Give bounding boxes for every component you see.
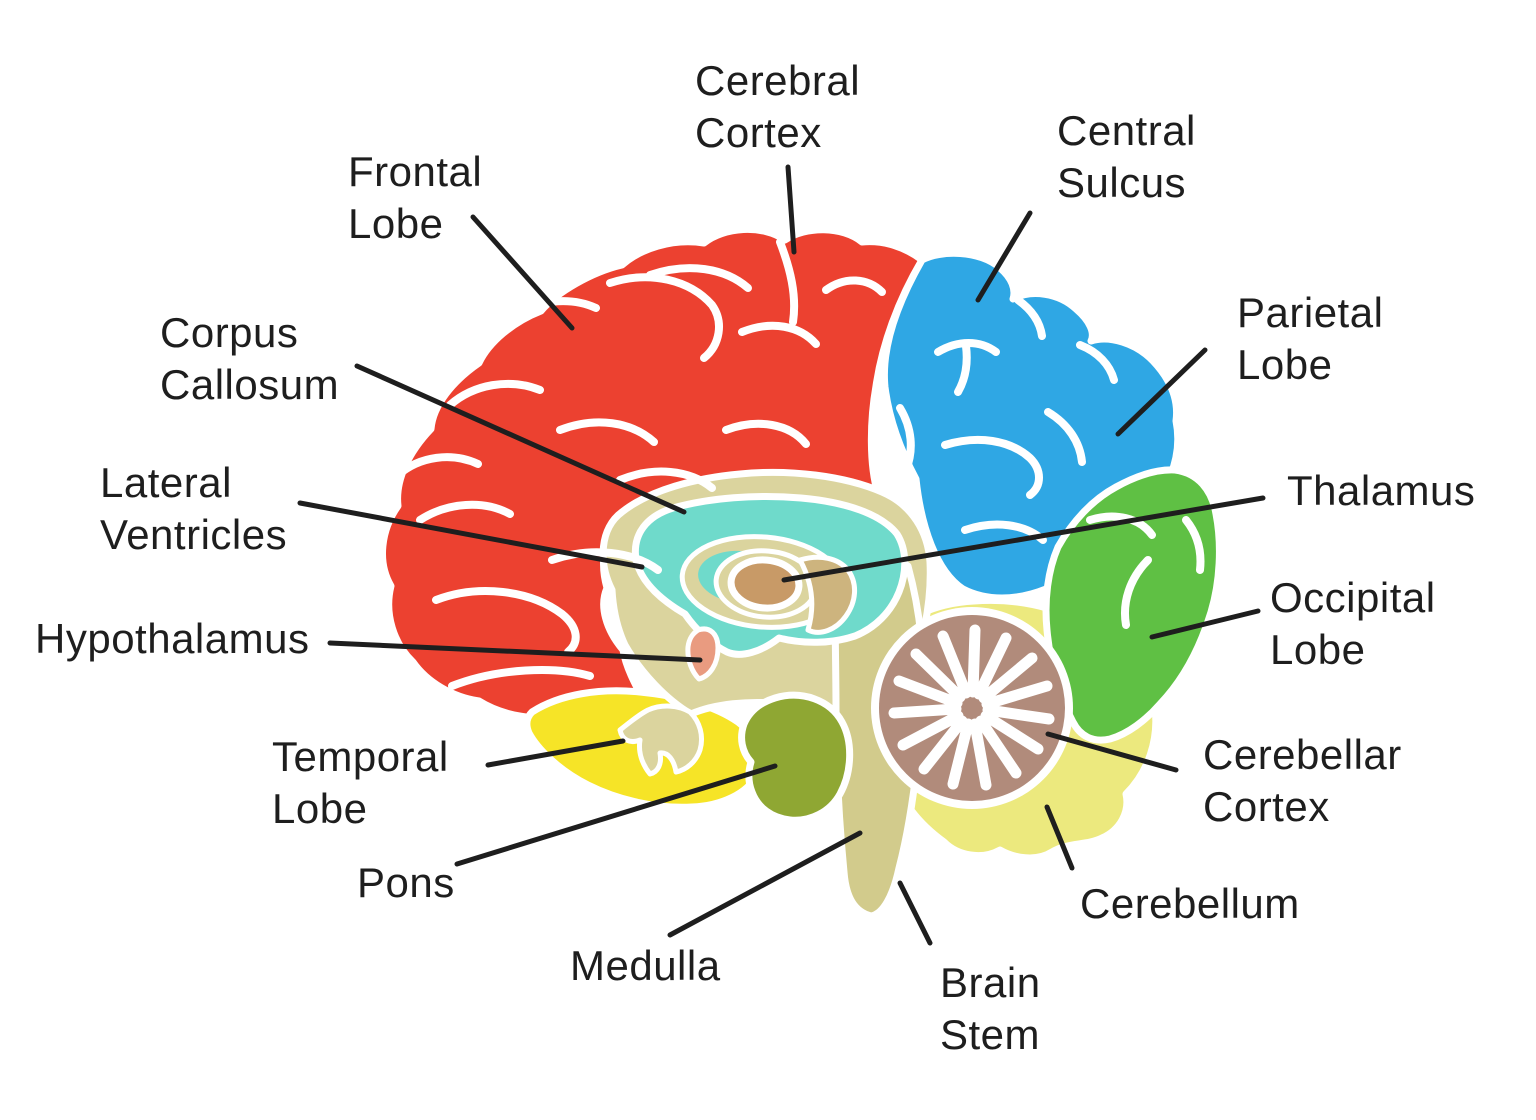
central-sulcus-label: Central Sulcus bbox=[1057, 107, 1208, 206]
thalamus-label: Thalamus bbox=[1287, 467, 1475, 514]
temporal-lobe-label-line-1: Temporal bbox=[272, 733, 449, 780]
corpus-callosum-pointer-line bbox=[354, 363, 687, 515]
central-sulcus-label-line-2: Sulcus bbox=[1057, 159, 1186, 206]
pons-pointer-line bbox=[454, 763, 778, 867]
thalamus-pointer-line bbox=[781, 495, 1266, 583]
cerebellar-cortex-folia-lines bbox=[888, 624, 1055, 791]
hypothalamus-region bbox=[685, 626, 721, 682]
thalamus-region bbox=[727, 556, 803, 612]
cerebellar-cortex-label-line-2: Cortex bbox=[1203, 783, 1330, 830]
parietal-lobe-label-line-2: Lobe bbox=[1237, 341, 1332, 388]
parietal-gyri-lines bbox=[896, 296, 1156, 544]
parietal-lobe-label: Parietal Lobe bbox=[1237, 289, 1396, 388]
central-sulcus-pointer-line bbox=[975, 210, 1033, 303]
temporal-lobe-label-line-2: Lobe bbox=[272, 785, 367, 832]
cerebellar-cortex-pointer-line bbox=[1045, 731, 1179, 773]
cerebellum-label-line-1: Cerebellum bbox=[1080, 880, 1300, 927]
occipital-lobe-region bbox=[1042, 466, 1223, 744]
temporal-lobe-label: Temporal Lobe bbox=[272, 733, 461, 832]
corpus-callosum-label: Corpus Callosum bbox=[160, 309, 339, 408]
brain-stem-label-line-1: Brain bbox=[940, 959, 1041, 1006]
occipital-lobe-label: Occipital Lobe bbox=[1270, 574, 1448, 673]
cerebral-cortex-pointer-line bbox=[785, 164, 797, 255]
thalamus-label-line-1: Thalamus bbox=[1287, 467, 1475, 514]
brain-stem-label-line-2: Stem bbox=[940, 1011, 1040, 1058]
cerebral-cortex-label-line-2: Cortex bbox=[695, 109, 822, 156]
fornix-tail-region bbox=[617, 703, 705, 777]
cerebellum-pointer-line bbox=[1044, 804, 1075, 871]
occipital-lobe-label-line-1: Occipital bbox=[1270, 574, 1436, 621]
frontal-lobe-label-line-1: Frontal bbox=[348, 148, 482, 195]
frontal-gyri-lines bbox=[394, 238, 886, 690]
occipital-gyri-lines bbox=[1121, 516, 1205, 629]
corpus-callosum-label-line-2: Callosum bbox=[160, 361, 339, 408]
frontal-lobe-label-line-2: Lobe bbox=[348, 200, 443, 247]
frontal-lobe-pointer-line bbox=[470, 214, 575, 331]
medulla-label-line-1: Medulla bbox=[570, 942, 721, 989]
temporal-lobe-pointer-line bbox=[485, 738, 626, 768]
lateral-ventricles-pointer-line bbox=[297, 500, 645, 570]
brain-stem-label: Brain Stem bbox=[940, 959, 1053, 1058]
occipital-lobe-pointer-line bbox=[1149, 608, 1261, 640]
hypothalamus-label: Hypothalamus bbox=[35, 615, 309, 662]
central-sulcus-label-line-1: Central bbox=[1057, 107, 1196, 154]
pons-region bbox=[738, 691, 854, 824]
cerebellar-cortex-label: Cerebellar Cortex bbox=[1203, 731, 1414, 830]
hypothalamus-pointer-line bbox=[327, 640, 703, 663]
cerebellar-cortex-label-line-1: Cerebellar bbox=[1203, 731, 1402, 778]
cerebellar-cortex-region bbox=[871, 607, 1073, 809]
pons-label-line-1: Pons bbox=[357, 859, 455, 906]
lateral-ventricles-label: Lateral Ventricles bbox=[100, 459, 287, 558]
lateral-ventricles-label-line-2: Ventricles bbox=[100, 511, 287, 558]
hypothalamus-label-line-1: Hypothalamus bbox=[35, 615, 309, 662]
lateral-ventricles-label-line-1: Lateral bbox=[100, 459, 232, 506]
medulla-label: Medulla bbox=[570, 942, 721, 989]
frontal-lobe-label: Frontal Lobe bbox=[348, 148, 494, 247]
cerebral-cortex-label: Cerebral Cortex bbox=[695, 57, 872, 156]
pons-label: Pons bbox=[357, 859, 455, 906]
occipital-lobe-label-line-2: Lobe bbox=[1270, 626, 1365, 673]
brain-stem-pointer-line bbox=[897, 880, 933, 946]
parietal-lobe-pointer-line bbox=[1115, 347, 1208, 437]
medulla-pointer-line bbox=[667, 830, 863, 938]
cerebral-cortex-label-line-1: Cerebral bbox=[695, 57, 860, 104]
corpus-callosum-label-line-1: Corpus bbox=[160, 309, 298, 356]
cerebellum-label: Cerebellum bbox=[1080, 880, 1300, 927]
parietal-lobe-label-line-1: Parietal bbox=[1237, 289, 1383, 336]
